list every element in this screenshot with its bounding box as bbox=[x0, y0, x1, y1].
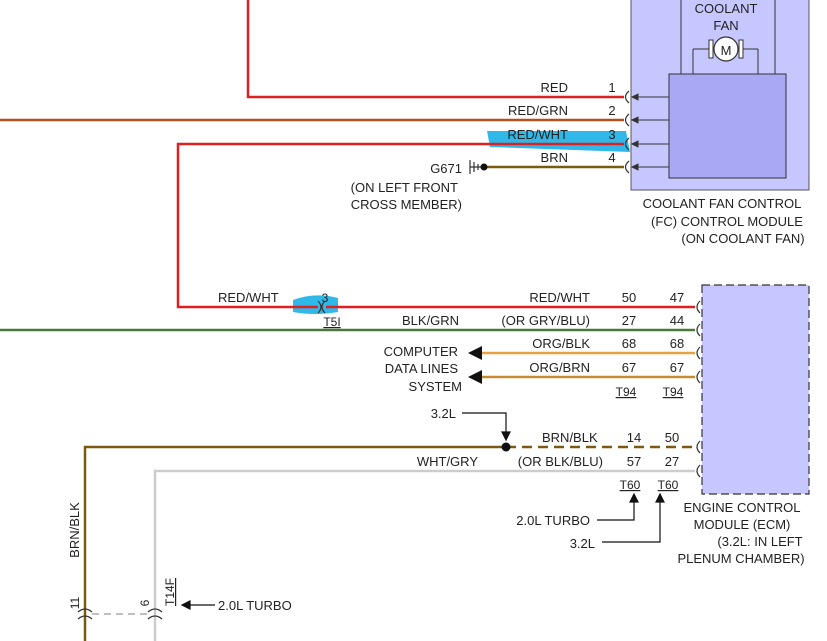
top-wires bbox=[0, 0, 624, 309]
t14f-note: 2.0L TURBO bbox=[218, 598, 292, 613]
fc-connectors bbox=[624, 90, 630, 174]
ecm-connectors bbox=[696, 300, 701, 478]
splice-note: 3.2L bbox=[431, 406, 456, 421]
ecm-row3-pin: 68 bbox=[670, 336, 684, 351]
wire-wht-gry bbox=[153, 469, 695, 641]
fc-module: COOLANT FAN M COOLANT FAN CONTROL (FC) C… bbox=[630, 0, 810, 246]
ground-loc-1: (ON LEFT FRONT bbox=[351, 180, 458, 195]
fc-pin-2: 2 bbox=[608, 103, 615, 118]
coolant-fan-title-2: FAN bbox=[713, 18, 738, 33]
fc-wire-2: RED/GRN bbox=[508, 103, 568, 118]
computer-data-2: DATA LINES bbox=[385, 361, 459, 376]
coolant-fan-title-1: COOLANT bbox=[695, 1, 758, 16]
fc-pin-arrows bbox=[630, 93, 669, 171]
t94-label-left: T94 bbox=[616, 385, 637, 399]
fc-wire-3: RED/WHT bbox=[507, 127, 568, 142]
ecm-label-3: (3.2L: IN LEFT bbox=[717, 534, 802, 549]
t14f-label: T14F bbox=[163, 578, 177, 606]
ecm-row4-t94: 67 bbox=[622, 360, 636, 375]
t60-pointers bbox=[597, 492, 665, 543]
fc-pin-4: 4 bbox=[608, 150, 615, 165]
t14f-connectors bbox=[77, 608, 163, 620]
t60-label-left: T60 bbox=[620, 478, 641, 492]
wire-red-wht bbox=[176, 142, 624, 309]
fc-controller bbox=[668, 73, 787, 179]
fc-label-2: (FC) CONTROL MODULE bbox=[651, 214, 803, 229]
fc-pin-3: 3 bbox=[608, 127, 615, 142]
ecm-row4-wire: ORG/BRN bbox=[529, 360, 590, 375]
splice-pointer bbox=[462, 412, 511, 442]
bottom-pin-left: 11 bbox=[68, 596, 82, 609]
ground-icon bbox=[469, 160, 488, 174]
ecm-label-1: ENGINE CONTROL bbox=[683, 500, 800, 515]
arrow-left-icon bbox=[468, 346, 482, 360]
t14f-pointer bbox=[180, 600, 215, 610]
t60-note-left: 2.0L TURBO bbox=[516, 513, 590, 528]
ecm-row2-pin: 44 bbox=[670, 313, 684, 328]
ground-loc-2: CROSS MEMBER) bbox=[351, 197, 462, 212]
ecm-label-2: MODULE (ECM) bbox=[694, 517, 791, 532]
computer-data-1: COMPUTER bbox=[384, 344, 458, 359]
fc-wire-4: BRN bbox=[541, 150, 568, 165]
fc-pin-1: 1 bbox=[608, 80, 615, 95]
ecm-row2-t94: 27 bbox=[622, 313, 636, 328]
fc-wire-1: RED bbox=[541, 80, 568, 95]
wire-red bbox=[246, 0, 624, 99]
ecm-row2-alt: (OR GRY/BLU) bbox=[501, 313, 590, 328]
ecm-row1-wire: RED/WHT bbox=[529, 290, 590, 305]
ecm-row3-wire: ORG/BLK bbox=[532, 336, 590, 351]
ecm-row4-pin: 67 bbox=[670, 360, 684, 375]
lower-row2-ecm: 27 bbox=[665, 454, 679, 469]
t5i-wire-label: RED/WHT bbox=[218, 290, 279, 305]
computer-data-3: SYSTEM bbox=[409, 379, 462, 394]
t5i-pin: 3 bbox=[322, 291, 329, 305]
lower-row2-alt: (OR BLK/BLU) bbox=[518, 454, 603, 469]
t5i-name: T5I bbox=[323, 315, 340, 329]
lower-wires bbox=[83, 445, 695, 641]
t60-note-right: 3.2L bbox=[570, 536, 595, 551]
bottom-pin-right: 6 bbox=[138, 599, 152, 606]
lower-row1-ecm: 50 bbox=[665, 430, 679, 445]
ground-id: G671 bbox=[430, 161, 462, 176]
t60-label-right: T60 bbox=[658, 478, 679, 492]
lower-row1-pin: 14 bbox=[627, 430, 641, 445]
ecm-label-4: PLENUM CHAMBER) bbox=[677, 551, 804, 566]
lower-row2-wire: WHT/GRY bbox=[417, 454, 478, 469]
ecm-row3-t94: 68 bbox=[622, 336, 636, 351]
motor-symbol: M bbox=[721, 43, 732, 58]
motor-icon bbox=[713, 36, 739, 62]
lower-row2-pin: 57 bbox=[627, 454, 641, 469]
ecm-row2-wire: BLK/GRN bbox=[402, 313, 459, 328]
highlight-mark-top bbox=[487, 131, 630, 152]
lower-row1-wire: BRN/BLK bbox=[542, 430, 598, 445]
splice-dot bbox=[501, 442, 511, 452]
arrow-left-icon bbox=[468, 370, 482, 384]
ecm-box bbox=[701, 284, 810, 495]
t5i-connector bbox=[317, 300, 326, 314]
highlight-mark-t5i bbox=[293, 295, 338, 314]
vert-wire-label: BRN/BLK bbox=[67, 502, 82, 558]
t94-label-right: T94 bbox=[663, 385, 684, 399]
ecm-wires bbox=[0, 305, 695, 379]
fc-label-3: (ON COOLANT FAN) bbox=[681, 231, 804, 246]
fc-label-1: COOLANT FAN CONTROL bbox=[643, 196, 802, 211]
wire-brn-blk bbox=[83, 445, 506, 641]
ecm-row1-t94: 50 bbox=[622, 290, 636, 305]
ecm-row1-pin: 47 bbox=[670, 290, 684, 305]
